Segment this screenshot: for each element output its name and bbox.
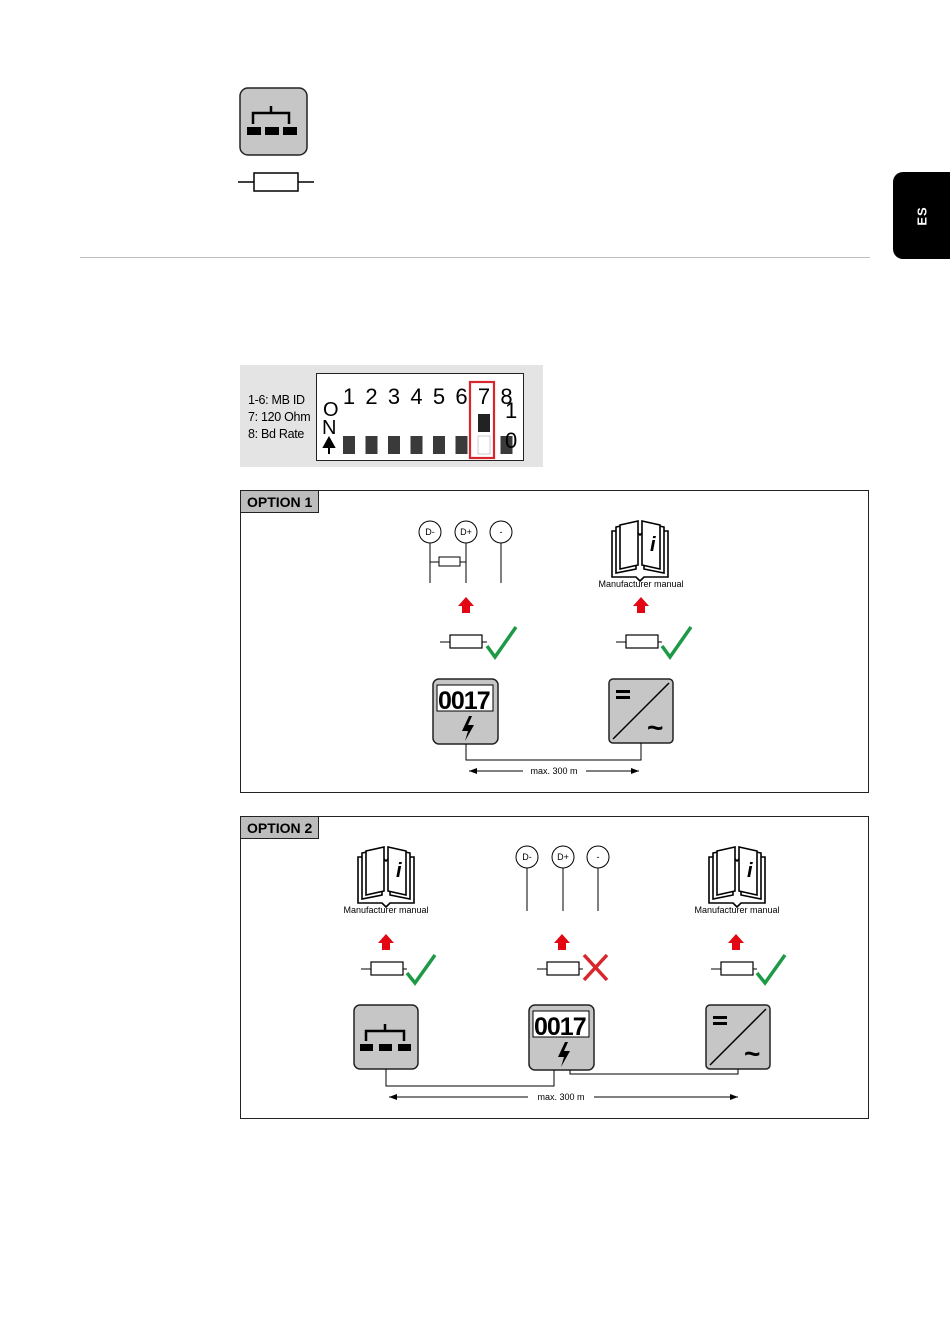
scale-low: 0 xyxy=(505,428,517,453)
cross-icon xyxy=(584,955,607,980)
terminal-d-plus: D+ xyxy=(460,527,472,537)
language-tab: ES xyxy=(893,172,950,259)
terminal-d-plus: D+ xyxy=(557,852,569,862)
dip-switch-1 xyxy=(343,414,355,454)
energy-meter-icon: 0017 xyxy=(433,679,498,744)
termination-middle xyxy=(537,934,607,980)
dip-number-6: 6 xyxy=(455,384,467,409)
manual-book-icon: i xyxy=(358,847,414,907)
option-2-panel: OPTION 2 i Manufacturer manual D- D+ - xyxy=(240,816,869,1119)
dip-number-5: 5 xyxy=(433,384,445,409)
dip-legend-line: 7: 120 Ohm xyxy=(248,409,310,426)
distance-label: max. 300 m xyxy=(537,1092,584,1102)
svg-text:i: i xyxy=(650,534,656,556)
meter-digits: 0017 xyxy=(534,1013,586,1041)
termination-right xyxy=(616,597,691,657)
section-divider xyxy=(80,257,870,258)
scale-high: 1 xyxy=(505,398,517,423)
svg-text:~: ~ xyxy=(647,712,663,743)
terminal-ground: - xyxy=(500,527,503,537)
manual-book-icon: i xyxy=(709,847,765,907)
termination-left xyxy=(361,934,435,983)
on-letter-n: N xyxy=(322,417,336,439)
termination-left xyxy=(440,597,516,657)
check-icon xyxy=(757,955,785,983)
terminal-d-minus: D- xyxy=(522,852,532,862)
dip-number-3: 3 xyxy=(388,384,400,409)
manual-caption-left: Manufacturer manual xyxy=(343,905,428,915)
manual-book-icon: i xyxy=(612,521,668,581)
termination-right xyxy=(711,934,785,983)
check-icon xyxy=(662,627,691,657)
dip-legend-line: 1-6: MB ID xyxy=(248,392,310,409)
dip-legend: 1-6: MB ID 7: 120 Ohm 8: Bd Rate xyxy=(248,392,310,443)
svg-text:~: ~ xyxy=(744,1038,760,1069)
language-tab-label: ES xyxy=(914,206,929,225)
dip-legend-line: 8: Bd Rate xyxy=(248,426,310,443)
option-2-diagram: i Manufacturer manual D- D+ - i Manufact… xyxy=(241,817,868,1118)
terminal-d-minus: D- xyxy=(425,527,435,537)
dip-number-1: 1 xyxy=(343,384,355,409)
option-1-panel: OPTION 1 D- D+ - i Manufacturer manual xyxy=(240,490,869,793)
dip-switch-6 xyxy=(456,414,468,454)
svg-text:i: i xyxy=(747,860,753,882)
dip-switch-5 xyxy=(433,414,445,454)
terminal-ground: - xyxy=(597,852,600,862)
dip-switch-7 xyxy=(478,414,490,454)
dip-number-7: 7 xyxy=(478,384,490,409)
svg-text:i: i xyxy=(396,860,402,882)
datamanager-icon xyxy=(354,1005,418,1069)
meter-digits: 0017 xyxy=(438,687,490,715)
dip-switch-2 xyxy=(366,414,378,454)
dip-switch-4 xyxy=(411,414,423,454)
resistor-icon xyxy=(238,170,314,194)
dip-number-2: 2 xyxy=(365,384,377,409)
dip-switch-3 xyxy=(388,414,400,454)
check-icon xyxy=(407,955,435,983)
manual-caption-right: Manufacturer manual xyxy=(694,905,779,915)
dip-number-4: 4 xyxy=(410,384,422,409)
inverter-icon: ~ xyxy=(706,1005,770,1069)
manual-caption: Manufacturer manual xyxy=(598,579,683,589)
energy-meter-icon: 0017 xyxy=(529,1005,594,1070)
datamanager-icon xyxy=(238,86,310,158)
option-1-diagram: D- D+ - i Manufacturer manual xyxy=(241,491,868,792)
inverter-icon: ~ xyxy=(609,679,673,743)
distance-label: max. 300 m xyxy=(530,766,577,776)
check-icon xyxy=(487,627,516,657)
